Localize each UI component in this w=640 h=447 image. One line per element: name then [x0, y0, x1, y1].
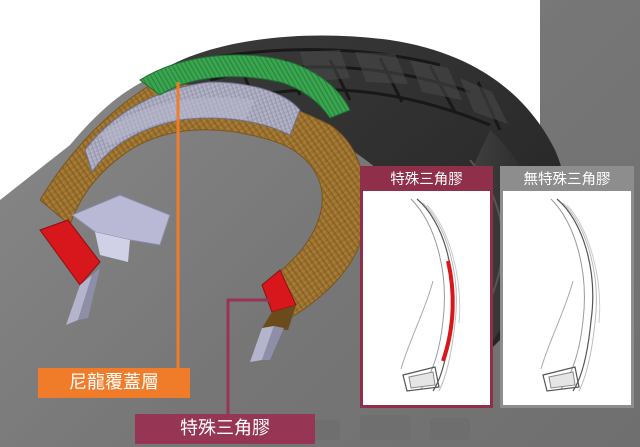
panel-with-special-apex: 特殊三角膠	[360, 166, 493, 408]
right-bead	[250, 326, 274, 362]
cross-section-with-apex	[400, 198, 461, 392]
panel-without-special-apex: 無特殊三角膠	[500, 166, 634, 408]
special-apex-label: 特殊三角膠	[135, 414, 315, 444]
left-special-apex	[39, 219, 101, 286]
tread-blocks	[300, 50, 508, 124]
special-apex-mark	[441, 260, 455, 362]
right-bead-cover	[262, 305, 296, 330]
left-bead	[66, 275, 92, 325]
panel-title-without-special-apex: 無特殊三角膠	[503, 169, 631, 191]
nylon-cover-layer-label: 尼龍覆蓋層	[38, 368, 190, 398]
inner-liner	[70, 194, 171, 246]
cross-section-without-apex	[540, 198, 601, 392]
nylon-cover-layer	[139, 54, 351, 119]
inner-liner-lower	[95, 232, 130, 262]
steel-belt-top	[100, 97, 255, 145]
panel-title-with-special-apex: 特殊三角膠	[363, 169, 490, 191]
bottom-texture	[300, 415, 470, 440]
apex-leader-line	[226, 298, 270, 414]
right-bead-shade	[262, 326, 284, 360]
left-bead-shade	[78, 268, 100, 320]
